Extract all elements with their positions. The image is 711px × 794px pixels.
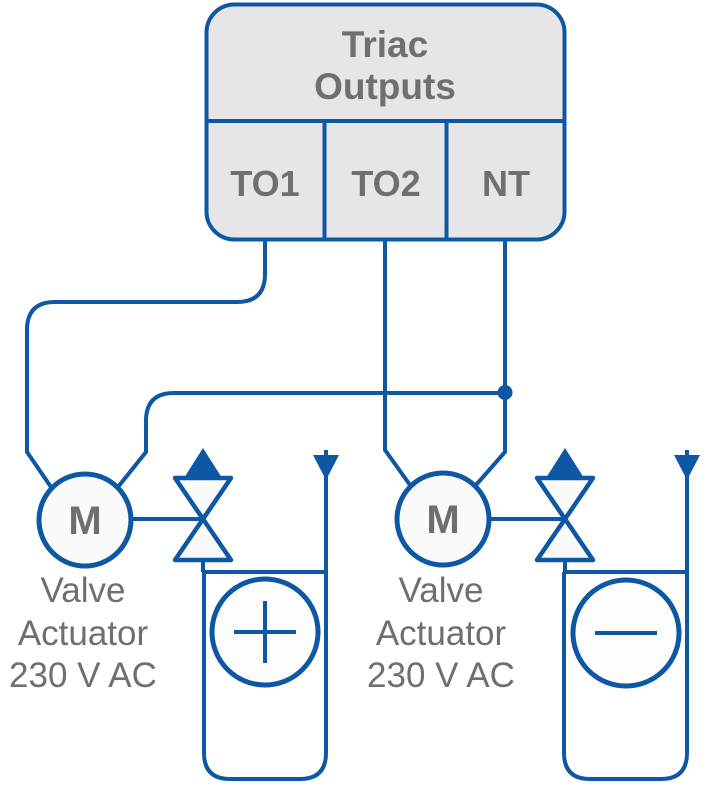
valve-upper-triangle-left: [172, 475, 234, 522]
valve-icon-right: [534, 448, 596, 572]
caption-right-line2: Actuator: [376, 614, 507, 653]
caption-right-line3: 230 V AC: [367, 656, 515, 695]
wire-nt-to-left-motor: [116, 391, 505, 489]
valve-upper-triangle-right: [534, 475, 596, 522]
circuit-right: [562, 450, 700, 781]
terminal-label-nt: NT: [482, 163, 530, 204]
flow-arrow-up-icon-right: [546, 448, 584, 478]
triac-outputs-module: Triac Outputs TO1 TO2 NT: [204, 2, 567, 242]
tank-right-outline: [562, 450, 689, 781]
motor-circle-left: [36, 471, 134, 569]
wire-to1-to-left-motor: [25, 239, 267, 489]
flow-arrow-down-icon-right: [674, 455, 700, 480]
flow-arrow-up-icon-left: [184, 448, 222, 478]
motor-label-right: M: [426, 498, 459, 542]
motor-label-left: M: [68, 499, 101, 543]
caption-left-line3: 230 V AC: [9, 656, 157, 695]
valve-lower-triangle-right: [534, 516, 596, 563]
box-title-line2: Outputs: [314, 66, 456, 107]
flow-arrow-down-icon-left: [313, 455, 339, 480]
caption-left-line2: Actuator: [18, 614, 149, 653]
motor-circle-right: [394, 470, 492, 568]
circuit-left: [202, 450, 339, 781]
valve-lower-triangle-left: [172, 516, 234, 563]
valve-icon-left: [172, 448, 234, 572]
tank-left-outline: [202, 450, 328, 781]
valve-actuator-left: M Valve Actuator 230 V AC: [9, 448, 234, 695]
terminal-label-to1: TO1: [230, 163, 299, 204]
caption-left-line1: Valve: [41, 571, 126, 610]
caption-right-line1: Valve: [399, 571, 484, 610]
junction-dot: [497, 385, 513, 400]
wires: [25, 239, 563, 521]
wire-nt-to-right-motor: [474, 239, 507, 487]
plus-icon: [234, 601, 296, 663]
valve-actuator-right: M Valve Actuator 230 V AC: [367, 448, 596, 695]
box-title-line1: Triac: [342, 24, 428, 65]
wire-to2-to-right-motor: [383, 239, 412, 487]
terminal-label-to2: TO2: [351, 163, 420, 204]
